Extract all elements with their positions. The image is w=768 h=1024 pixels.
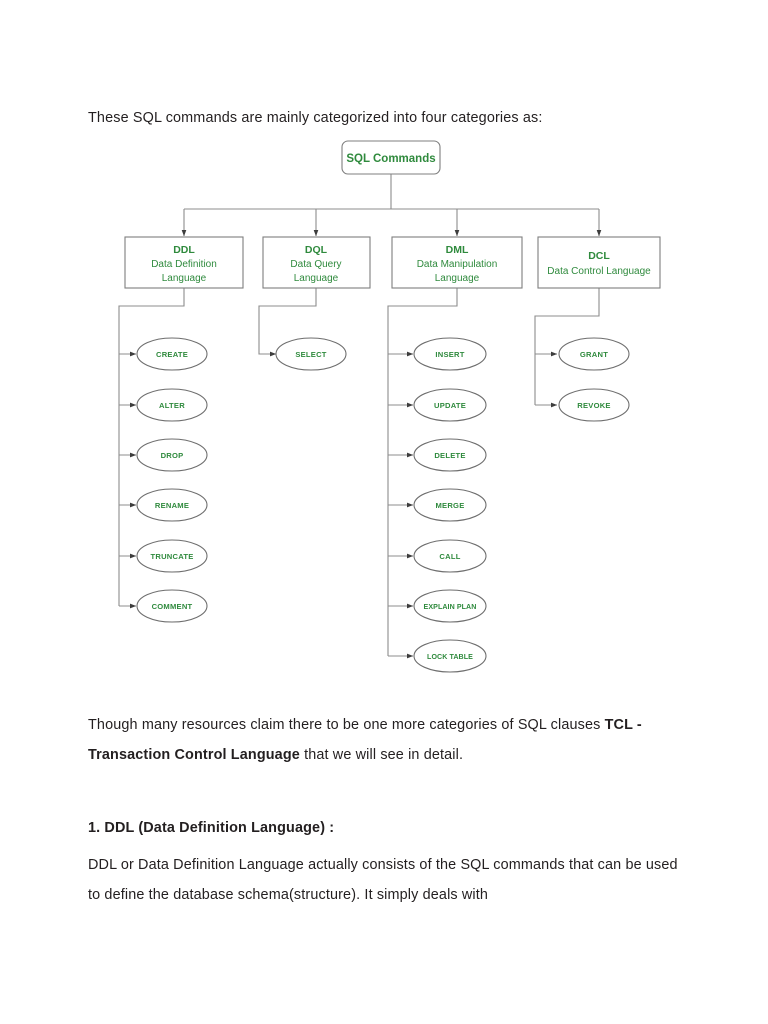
leaf-merge[interactable]: MERGE [413,488,487,522]
ddl-body-paragraph: DDL or Data Definition Language actually… [88,857,678,904]
node-sql-commands[interactable]: SQL Commands [341,140,441,175]
leaf-ellipse [413,539,487,573]
leaf-ellipse [413,488,487,522]
dml-command-nodes: INSERT UPDATE DELETE MERGE CALL [413,337,487,673]
ddl-abbr: DDL [173,244,195,256]
leaf-ellipse [413,388,487,422]
leaf-create[interactable]: CREATE [136,337,208,371]
leaf-ellipse [136,488,208,522]
dml-abbr: DML [446,244,469,256]
node-category-dml[interactable]: DML Data Manipulation Language [391,236,523,289]
leaf-drop[interactable]: DROP [136,438,208,472]
dql-box [262,236,371,289]
leaf-ellipse [558,337,630,371]
leaf-label: SELECT [295,350,326,359]
dql-name-line-2: Language [294,273,339,284]
leaf-ellipse [413,438,487,472]
dcl-connectors [534,288,600,408]
leaf-ellipse [275,337,347,371]
leaf-truncate[interactable]: TRUNCATE [136,539,208,573]
sql-commands-diagram: SQL Commands DDL Data Definition Languag… [0,128,768,688]
leaf-ellipse [136,438,208,472]
leaf-label: UPDATE [434,401,466,410]
leaf-label: INSERT [435,350,464,359]
leaf-label: MERGE [436,501,465,510]
root-connectors [181,174,602,237]
dml-connectors [387,288,458,659]
node-category-dcl[interactable]: DCL Data Control Language [537,236,661,289]
ddl-section-heading: 1. DDL (Data Definition Language) : [88,820,335,837]
leaf-grant[interactable]: GRANT [558,337,630,371]
leaf-update[interactable]: UPDATE [413,388,487,422]
leaf-insert[interactable]: INSERT [413,337,487,371]
leaf-label: CREATE [156,350,188,359]
leaf-delete[interactable]: DELETE [413,438,487,472]
leaf-select[interactable]: SELECT [275,337,347,371]
leaf-label: REVOKE [577,401,610,410]
leaf-ellipse [413,589,487,623]
leaf-label: ALTER [159,401,185,410]
leaf-ellipse [136,337,208,371]
leaf-label: CALL [439,552,460,561]
leaf-rename[interactable]: RENAME [136,488,208,522]
node-category-dql[interactable]: DQL Data Query Language [262,236,371,289]
leaf-label: LOCK TABLE [427,653,473,661]
leaf-alter[interactable]: ALTER [136,388,208,422]
dql-name-line-1: Data Query [290,259,341,270]
intro-paragraph: These SQL commands are mainly categorize… [88,110,543,127]
leaf-ellipse [136,388,208,422]
dql-command-nodes: SELECT [275,337,347,371]
ddl-command-nodes: CREATE ALTER DROP RENAME TRUNCATE [136,337,208,623]
leaf-label: DELETE [434,451,465,460]
ddl-connectors [118,288,185,609]
tcl-paragraph-bold: TCL - Transaction Control Language [88,717,642,764]
root-box [341,140,441,175]
tcl-paragraph: Though many resources claim there to be … [88,710,688,770]
dml-name-line-2: Language [435,273,480,284]
tcl-paragraph-lead: Though many resources claim there to be … [88,717,605,734]
leaf-ellipse [136,589,208,623]
root-label: SQL Commands [346,153,435,165]
leaf-call[interactable]: CALL [413,539,487,573]
leaf-revoke[interactable]: REVOKE [558,388,630,422]
leaf-ellipse [558,388,630,422]
ddl-box [124,236,244,289]
leaf-label: DROP [161,451,184,460]
dql-abbr: DQL [305,244,328,256]
dcl-box [537,236,661,289]
leaf-label: COMMENT [152,602,193,611]
leaf-label: TRUNCATE [150,552,193,561]
leaf-ellipse [413,337,487,371]
ddl-name-line-2: Language [162,273,207,284]
dcl-command-nodes: GRANT REVOKE [558,337,630,422]
leaf-comment[interactable]: COMMENT [136,589,208,623]
leaf-explain-plan[interactable]: EXPLAIN PLAN [413,589,487,623]
leaf-ellipse [136,539,208,573]
dml-box [391,236,523,289]
dcl-name-line-1: Data Control Language [547,266,651,277]
node-category-ddl[interactable]: DDL Data Definition Language [124,236,244,289]
tcl-paragraph-tail: that we will see in detail. [299,747,464,764]
ddl-name-line-1: Data Definition [151,259,217,270]
leaf-ellipse [413,639,487,673]
dml-name-line-1: Data Manipulation [417,259,498,270]
leaf-label: RENAME [155,501,189,510]
dcl-abbr: DCL [588,250,610,262]
dql-connectors [258,288,317,357]
leaf-label: EXPLAIN PLAN [424,603,477,611]
leaf-lock-table[interactable]: LOCK TABLE [413,639,487,673]
leaf-label: GRANT [580,350,608,359]
